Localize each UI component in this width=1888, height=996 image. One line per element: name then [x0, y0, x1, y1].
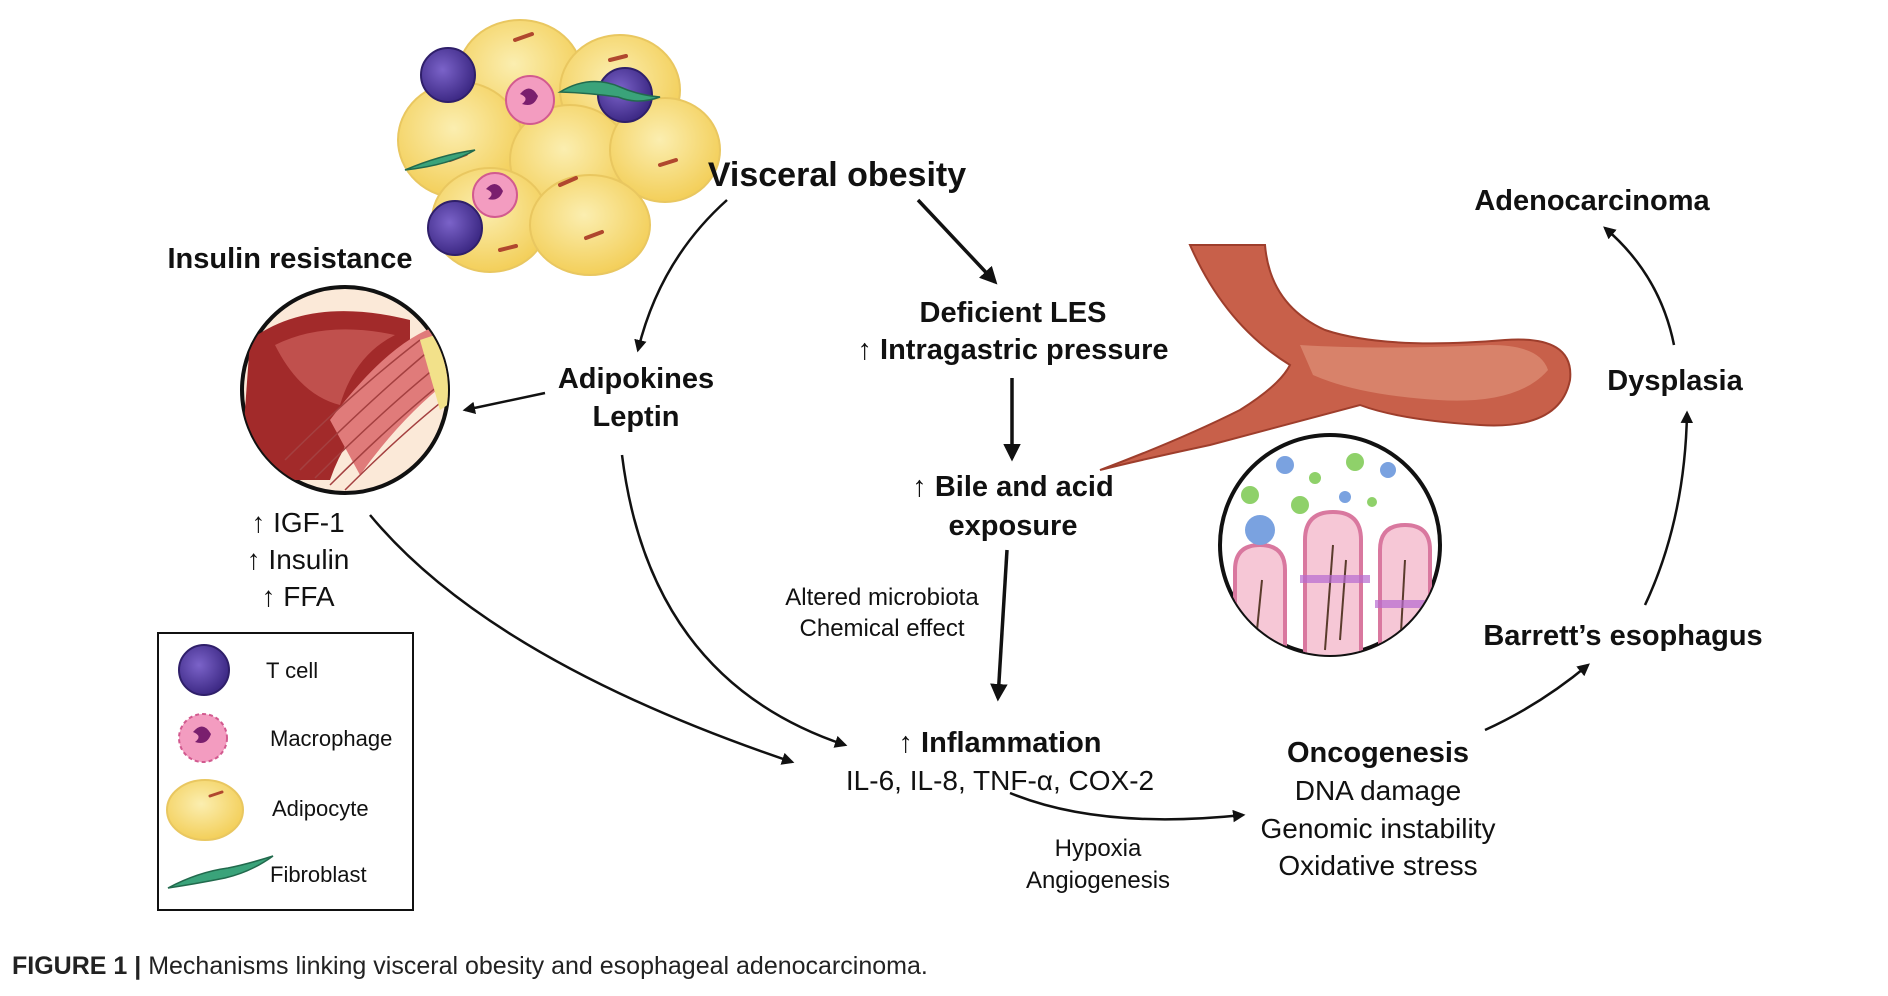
- label-adenocarcinoma: Adenocarcinoma: [1474, 185, 1710, 217]
- legend-item-adipocyte: Adipocyte: [166, 779, 369, 841]
- arrow-oncogenesis-to-barretts: [1484, 663, 1590, 732]
- stomach-illustration: [1099, 244, 1572, 471]
- label-genomic-instability: Genomic instability: [1261, 813, 1496, 844]
- legend: T cell Macrophage Adipocyte Fibroblast: [157, 632, 414, 911]
- arrow-inflammation-to-oncogenesis: [1009, 791, 1246, 823]
- label-leptin: Leptin: [593, 401, 680, 433]
- label-chemical-effect: Chemical effect: [800, 615, 965, 642]
- legend-label-adipocyte: Adipocyte: [272, 796, 369, 821]
- label-intragastric-pressure: ↑ Intragastric pressure: [857, 334, 1168, 366]
- t-cell-icon: [178, 644, 230, 696]
- figure-caption-text: Mechanisms linking visceral obesity and …: [141, 952, 928, 980]
- label-hypoxia: Hypoxia: [1055, 835, 1142, 862]
- fibroblast-icon: [167, 855, 274, 889]
- arrow-dysplasia-to-adenocarcinoma: [1603, 226, 1676, 346]
- label-oncogenesis: Oncogenesis: [1287, 737, 1469, 769]
- legend-item-t-cell: T cell: [178, 644, 318, 696]
- legend-item-fibroblast: Fibroblast: [167, 855, 367, 889]
- legend-item-macrophage: Macrophage: [178, 713, 392, 763]
- label-adipokines: Adipokines: [558, 363, 714, 395]
- label-oxidative-stress: Oxidative stress: [1278, 850, 1477, 881]
- label-dna-damage: DNA damage: [1295, 775, 1462, 806]
- label-inflammation: ↑ Inflammation: [898, 727, 1101, 759]
- label-dysplasia: Dysplasia: [1607, 365, 1743, 397]
- figure-caption-label: FIGURE 1 |: [12, 952, 142, 980]
- label-insulin: ↑ Insulin: [247, 544, 350, 575]
- legend-label-t-cell: T cell: [266, 658, 318, 683]
- label-deficient-les: Deficient LES: [920, 297, 1107, 329]
- label-insulin-resistance: Insulin resistance: [168, 243, 413, 275]
- figure-caption: FIGURE 1 | Mechanisms linking visceral o…: [12, 952, 928, 981]
- arrow-leptin-to-inflammation: [620, 454, 848, 748]
- arrow-adipokines-to-muscle: [462, 391, 546, 415]
- arrows: [369, 198, 1694, 823]
- arrow-barretts-to-dysplasia: [1643, 410, 1694, 606]
- muscle-tissue-illustration: [240, 285, 450, 495]
- label-altered-microbiota: Altered microbiota: [785, 584, 979, 611]
- adipose-tissue-illustration: [397, 19, 721, 276]
- villi-microscopy-illustration: [1218, 433, 1442, 657]
- label-visceral-obesity: Visceral obesity: [708, 156, 966, 194]
- label-bile-acid-2: exposure: [949, 510, 1078, 542]
- arrow-bile-to-inflammation: [990, 549, 1009, 702]
- label-ffa: ↑ FFA: [261, 581, 334, 612]
- adipocyte-icon: [166, 779, 244, 841]
- legend-label-fibroblast: Fibroblast: [270, 862, 367, 887]
- label-igf1: ↑ IGF-1: [251, 507, 344, 538]
- label-cytokines: IL-6, IL-8, TNF-α, COX-2: [846, 765, 1154, 796]
- arrow-igf-to-inflammation: [369, 514, 795, 765]
- macrophage-icon: [178, 713, 228, 763]
- arrow-obesity-to-les: [916, 198, 998, 285]
- arrow-obesity-to-adipokines: [634, 199, 728, 353]
- label-angiogenesis: Angiogenesis: [1026, 867, 1170, 894]
- legend-label-macrophage: Macrophage: [270, 726, 392, 751]
- label-bile-acid-1: ↑ Bile and acid: [912, 471, 1113, 503]
- label-barretts-esophagus: Barrett’s esophagus: [1483, 620, 1762, 652]
